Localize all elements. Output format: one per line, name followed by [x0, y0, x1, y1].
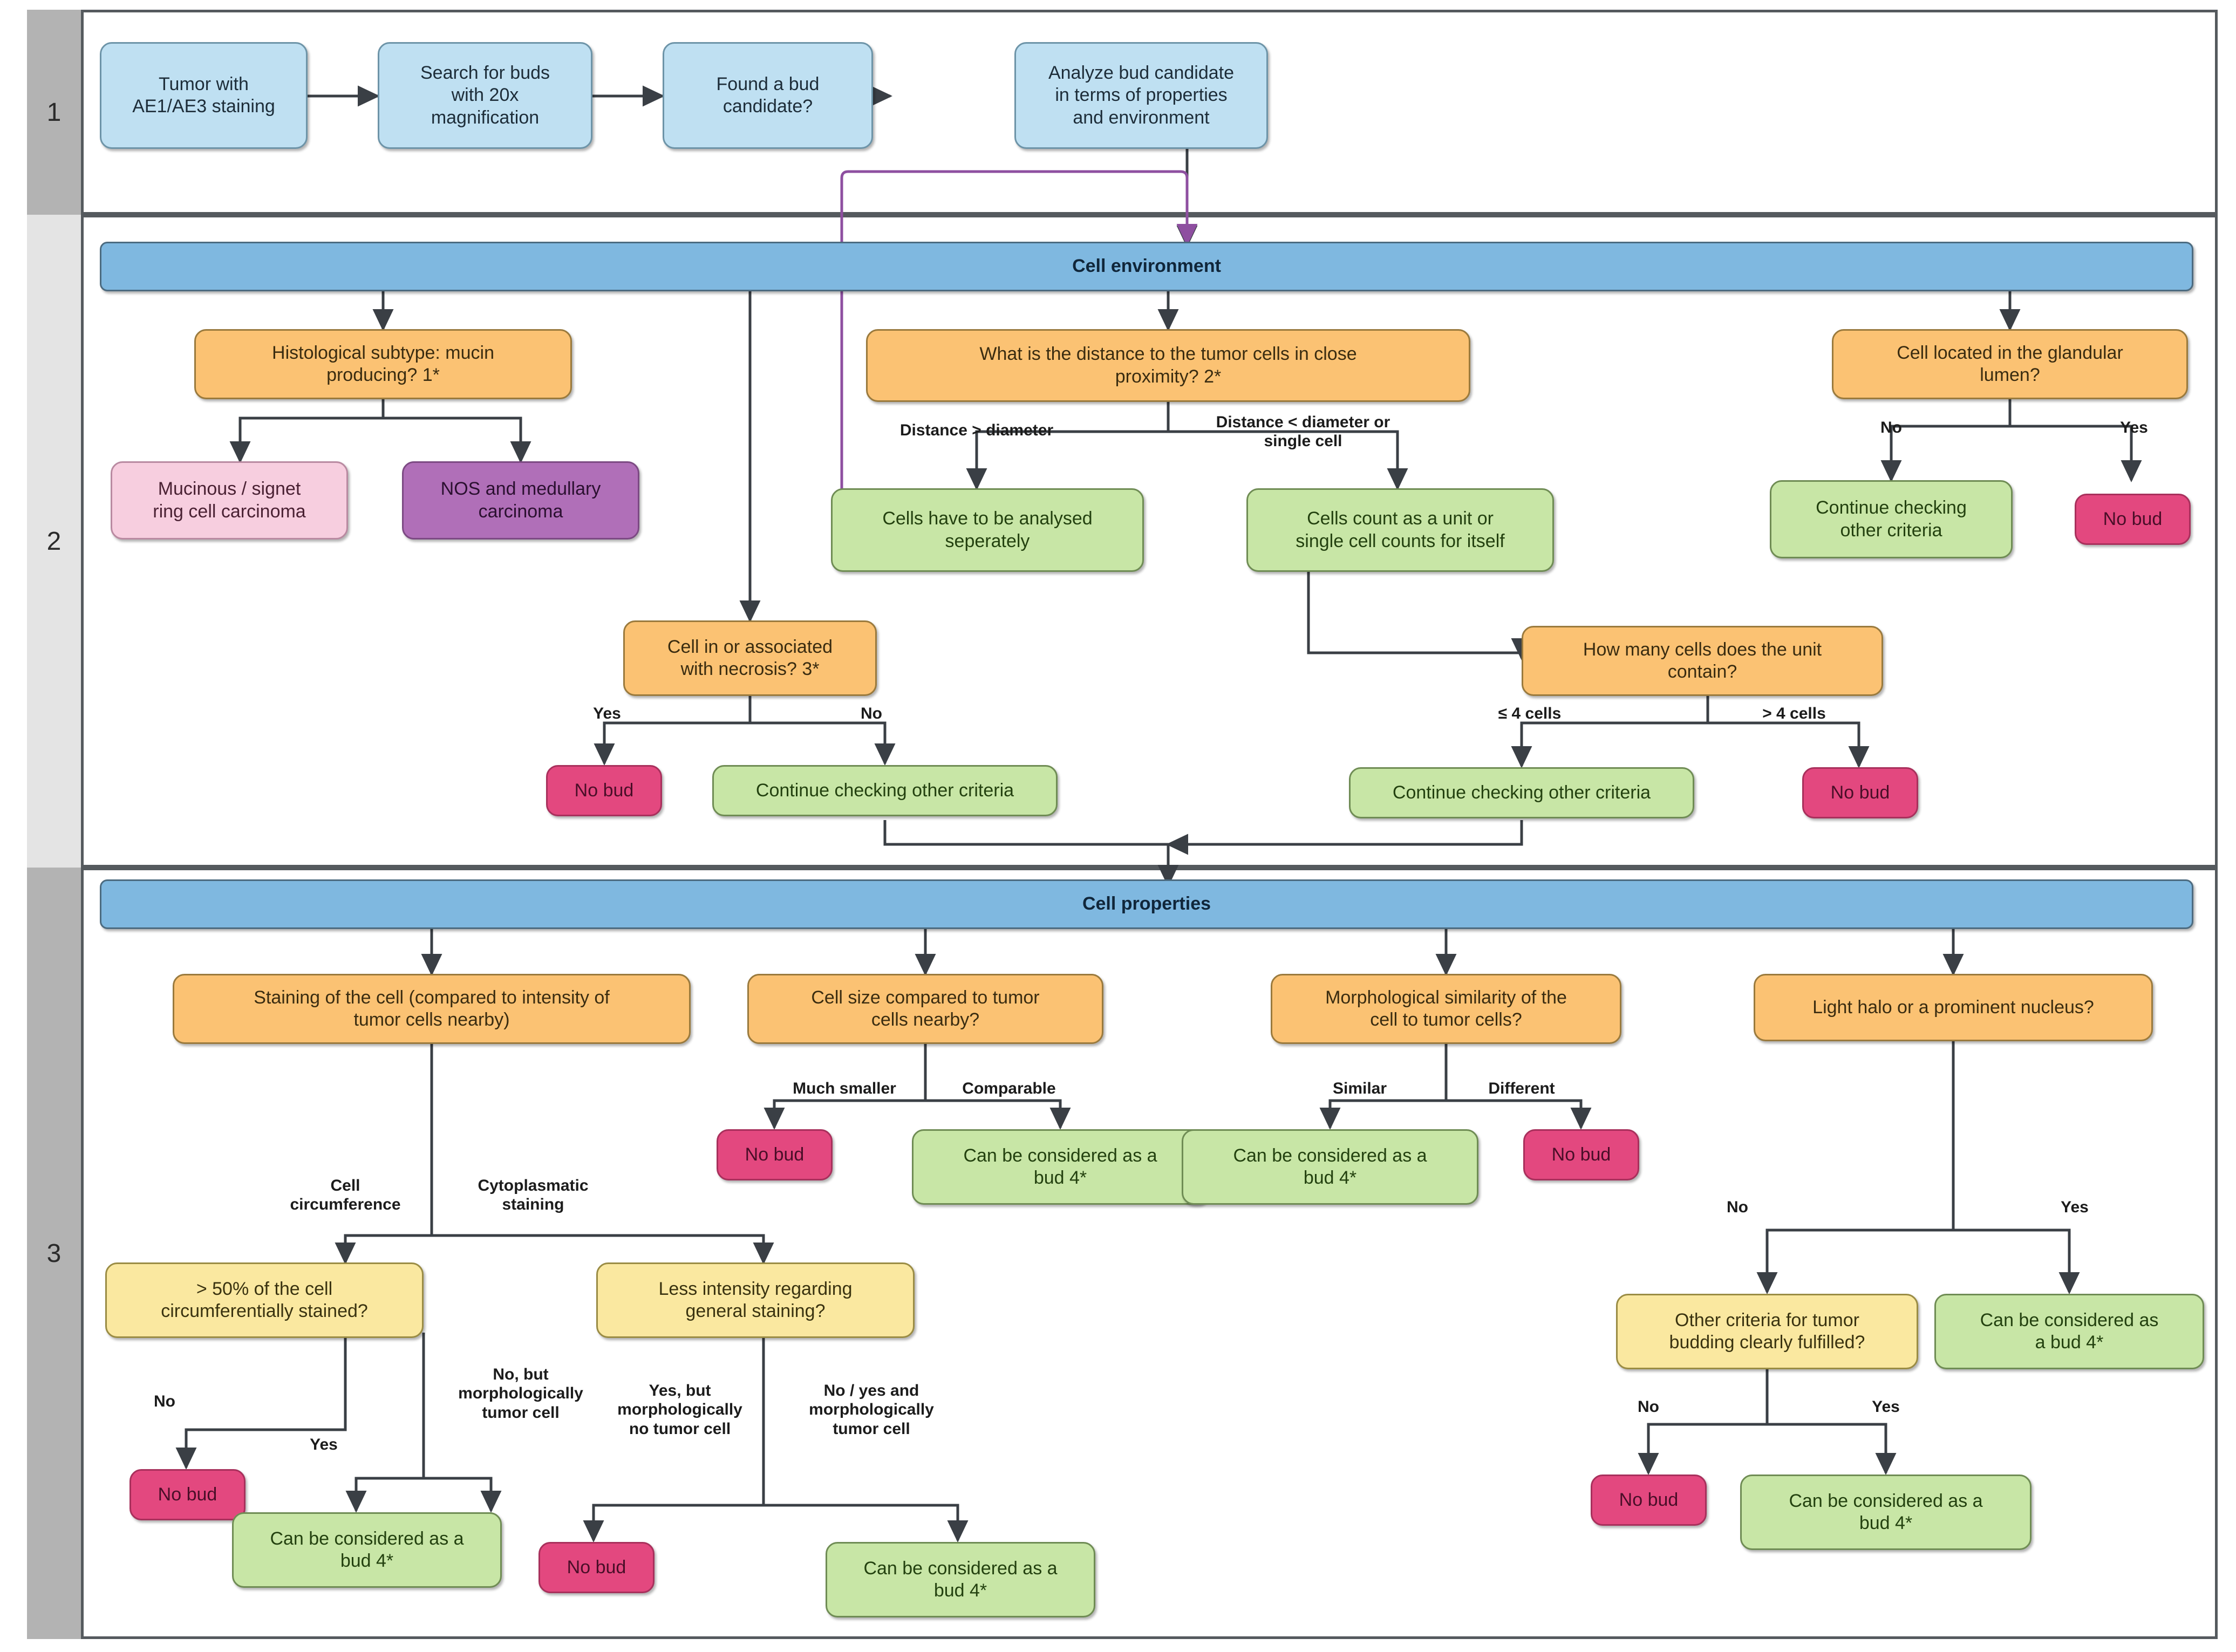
node-necrosis-continue[interactable]: Continue checking other criteria [712, 765, 1058, 816]
node-staining-cell[interactable]: Staining of the cell (compared to intens… [173, 974, 691, 1044]
edge-label-different: Different [1488, 1080, 1555, 1097]
node-morphology-question[interactable]: Morphological similarity of the cell to … [1271, 974, 1621, 1044]
edge-label-int-yes-but: Yes, but morphologically no tumor cell [617, 1382, 742, 1438]
band-cell-environment: Cell environment [100, 242, 2193, 291]
node-necrosis-nobud[interactable]: No bud [546, 765, 662, 816]
node-circumference-nobud[interactable]: No bud [129, 1469, 246, 1520]
node-cellsize-nobud[interactable]: No bud [717, 1129, 833, 1180]
edge-label-lumen-no: No [1880, 419, 1902, 436]
lane-2-number: 2 [27, 215, 84, 868]
edge-label-other-no: No [1638, 1398, 1659, 1416]
node-other-nobud[interactable]: No bud [1591, 1474, 1707, 1526]
edge-label-comparable: Comparable [962, 1080, 1056, 1097]
node-other-criteria[interactable]: Other criteria for tumor budding clearly… [1616, 1294, 1918, 1369]
lane-1-number: 1 [27, 10, 84, 215]
edge-label-cells-le4: ≤ 4 cells [1498, 705, 1562, 722]
node-howmany-continue[interactable]: Continue checking other criteria [1349, 767, 1694, 818]
node-intensity-question[interactable]: Less intensity regarding general stainin… [596, 1262, 915, 1338]
node-howmany-nobud[interactable]: No bud [1802, 767, 1918, 818]
edge-label-distance-less: Distance < diameter or single cell [1216, 413, 1390, 450]
node-circumference-bud[interactable]: Can be considered as a bud 4* [232, 1512, 502, 1588]
edge-label-cell-circumference: Cell circumference [290, 1177, 401, 1214]
node-found-bud[interactable]: Found a bud candidate? [663, 42, 873, 149]
edge-label-cytoplasmatic-staining: Cytoplasmatic staining [478, 1177, 589, 1214]
node-cells-separately[interactable]: Cells have to be analysed seperately [831, 488, 1144, 572]
node-necrosis-question[interactable]: Cell in or associated with necrosis? 3* [623, 620, 877, 696]
node-other-bud[interactable]: Can be considered as a bud 4* [1740, 1474, 2032, 1550]
node-analyze-bud[interactable]: Analyze bud candidate in terms of proper… [1014, 42, 1268, 149]
node-halo-question[interactable]: Light halo or a prominent nucleus? [1754, 974, 2153, 1041]
node-cells-unit[interactable]: Cells count as a unit or single cell cou… [1246, 488, 1554, 572]
edge-label-necrosis-no: No [861, 705, 882, 722]
node-lumen-continue[interactable]: Continue checking other criteria [1770, 480, 2013, 558]
node-intensity-bud[interactable]: Can be considered as a bud 4* [826, 1542, 1095, 1617]
edge-label-halo-yes: Yes [2061, 1198, 2089, 1216]
node-morphology-bud[interactable]: Can be considered as a bud 4* [1182, 1129, 1478, 1205]
edge-label-similar: Similar [1332, 1080, 1387, 1097]
node-halo-bud[interactable]: Can be considered as a bud 4* [1934, 1294, 2204, 1369]
node-cellsize-question[interactable]: Cell size compared to tumor cells nearby… [747, 974, 1103, 1044]
node-morphology-nobud[interactable]: No bud [1523, 1129, 1639, 1180]
node-howmany-cells[interactable]: How many cells does the unit contain? [1522, 626, 1883, 696]
edge-label-int-no-yes: No / yes and morphologically tumor cell [809, 1382, 934, 1438]
edge-label-halo-no: No [1727, 1198, 1748, 1216]
edge-label-distance-greater: Distance > diameter [899, 421, 1054, 439]
edge-label-lumen-yes: Yes [2120, 419, 2148, 436]
node-tumor-staining[interactable]: Tumor with AE1/AE3 staining [100, 42, 308, 149]
edge-label-other-yes: Yes [1872, 1398, 1900, 1416]
band-cell-properties: Cell properties [100, 879, 2193, 929]
node-histological-subtype[interactable]: Histological subtype: mucin producing? 1… [194, 329, 572, 399]
node-mucinous-signet[interactable]: Mucinous / signet ring cell carcinoma [111, 461, 348, 540]
node-circumference-question[interactable]: > 50% of the cell circumferentially stai… [105, 1262, 424, 1338]
edge-label-cells-gt4: > 4 cells [1762, 705, 1826, 722]
edge-label-circ-no: No [154, 1392, 175, 1410]
node-distance-question[interactable]: What is the distance to the tumor cells … [866, 329, 1470, 402]
node-lumen-nobud[interactable]: No bud [2075, 494, 2191, 545]
lane-3-number: 3 [27, 868, 84, 1639]
edge-label-circ-no-but: No, but morphologically tumor cell [458, 1366, 583, 1422]
edge-label-necrosis-yes: Yes [593, 705, 621, 722]
edge-label-much-smaller: Much smaller [793, 1080, 896, 1097]
node-search-buds[interactable]: Search for buds with 20x magnification [378, 42, 592, 149]
node-nos-medullary[interactable]: NOS and medullary carcinoma [402, 461, 639, 540]
edge-label-circ-yes: Yes [310, 1436, 338, 1453]
node-glandular-lumen[interactable]: Cell located in the glandular lumen? [1832, 329, 2188, 399]
node-cellsize-bud[interactable]: Can be considered as a bud 4* [912, 1129, 1209, 1205]
node-intensity-nobud[interactable]: No bud [538, 1542, 655, 1593]
